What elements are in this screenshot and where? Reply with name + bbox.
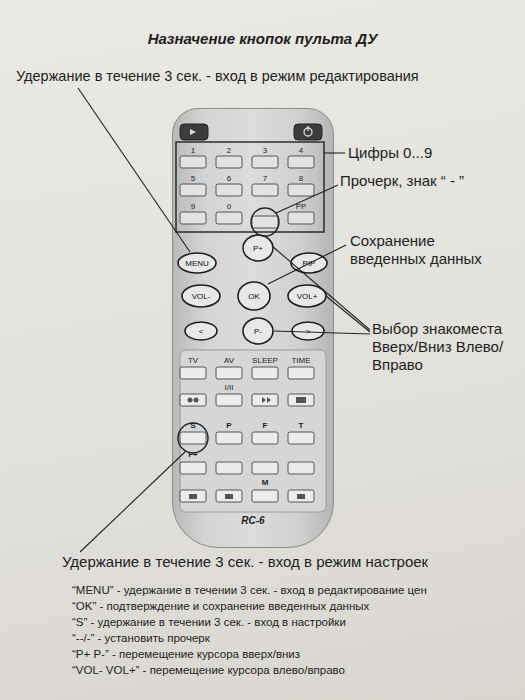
- key-label: M: [250, 478, 280, 488]
- button-label: >: [306, 327, 311, 336]
- key-label: P: [214, 421, 244, 431]
- key-label: F: [250, 421, 280, 431]
- remote-button: MENU: [177, 252, 217, 274]
- sheet-title: Назначение кнопок пульта ДУ: [0, 30, 525, 48]
- button-label: P-: [254, 327, 262, 336]
- button-label: OK: [248, 292, 260, 301]
- remote-button: >: [291, 321, 325, 341]
- remote-button: P+: [242, 234, 274, 262]
- note-line: “--/-” - установить прочерк: [72, 632, 210, 646]
- callout-text: Прочерк, знак “ - ”: [340, 172, 464, 190]
- key-label: T: [286, 421, 316, 431]
- note-line: “S” - удержание в течении 3 сек. - вход …: [72, 616, 346, 630]
- button-label: PIP: [303, 259, 316, 268]
- key-label: 0: [214, 202, 244, 212]
- note-line: “OK” - подтверждение и сохранение введен…: [72, 600, 369, 614]
- key-label: F+: [178, 450, 208, 460]
- key-label: 3: [250, 146, 280, 156]
- model-name: RC-6: [173, 515, 333, 526]
- remote-button: PIP: [290, 252, 328, 274]
- key-label: SLEEP: [247, 356, 283, 366]
- key-label: 1: [178, 146, 208, 156]
- button-label: VOL-: [192, 292, 211, 301]
- key-label: 7: [250, 174, 280, 184]
- callout-text: Цифры 0...9: [348, 144, 432, 162]
- button-label: VOL+: [297, 292, 318, 301]
- remote-button: OK: [237, 281, 271, 311]
- key-label: 8: [286, 174, 316, 184]
- remote-body: RC-6 MENU P+ PIP VOL- OK VOL+ < P- >: [172, 108, 334, 548]
- note-line: “VOL- VOL+” - перемещение курсора влево/…: [72, 664, 345, 678]
- callout-text: Удержание в течение 3 сек. - вход в режи…: [16, 68, 419, 85]
- remote-button: P-: [242, 317, 274, 345]
- key-label: 4: [286, 146, 316, 156]
- key-label: 6: [214, 174, 244, 184]
- remote-button: VOL+: [287, 284, 327, 308]
- key-label: 9: [178, 202, 208, 212]
- key-label: TIME: [283, 356, 319, 366]
- key-label: 5: [178, 174, 208, 184]
- key-label: PP: [286, 202, 316, 212]
- callout-text: Выбор знакоместа Вверх/Вниз Влево/Вправо: [372, 320, 510, 374]
- key-label: I/II: [211, 383, 247, 393]
- note-line: “P+ P-” - перемещение курсора вверх/вниз: [72, 648, 300, 662]
- button-label: <: [199, 327, 204, 336]
- key-label: S: [178, 421, 208, 431]
- remote-button: VOL-: [181, 284, 221, 308]
- callout-text: Удержание в течение 3 сек. - вход в режи…: [62, 553, 428, 571]
- key-label: AV: [211, 356, 247, 366]
- remote-button: <: [184, 321, 218, 341]
- button-label: MENU: [185, 259, 209, 268]
- callout-text: Сохранение введенных данных: [350, 232, 500, 268]
- button-label: P+: [253, 244, 263, 253]
- key-label: TV: [175, 356, 211, 366]
- note-line: “MENU” - удержание в течении 3 сек. - вх…: [72, 584, 427, 598]
- key-label: 2: [214, 146, 244, 156]
